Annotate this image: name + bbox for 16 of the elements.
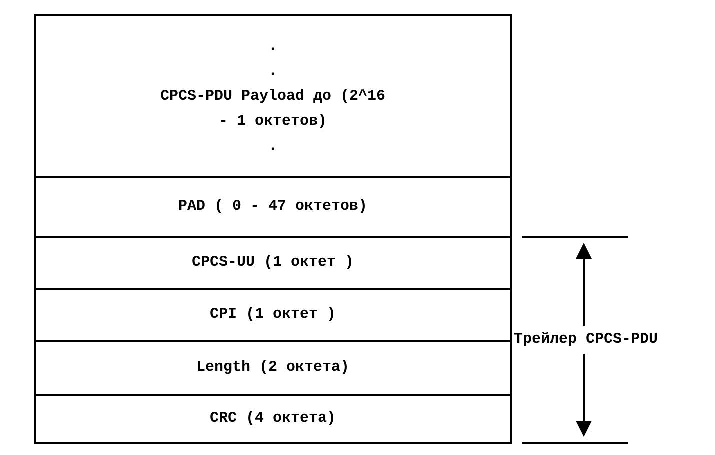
bracket-label: Трейлер CPCS-PDU: [514, 331, 658, 348]
field-label: CPCS-PDU Payload до (2^16 - 1 октетов): [159, 86, 387, 132]
ellipsis-mark: .: [268, 136, 278, 156]
field-box: [34, 340, 512, 396]
field-box: [34, 236, 512, 290]
field-label: CRC (4 октета): [210, 408, 336, 428]
field-box: [34, 288, 512, 342]
ellipsis-mark: .: [268, 62, 278, 82]
field-label: CPI (1 октет ): [210, 304, 336, 324]
field-label: CPCS-UU (1 октет ): [192, 252, 354, 272]
payload-field-box: [34, 14, 512, 178]
ellipsis-mark: .: [268, 36, 278, 56]
field-label: Length (2 октета): [196, 358, 350, 378]
field-box: [34, 176, 512, 238]
field-box: [34, 394, 512, 444]
field-label: PAD ( 0 - 47 октетов): [178, 196, 368, 216]
